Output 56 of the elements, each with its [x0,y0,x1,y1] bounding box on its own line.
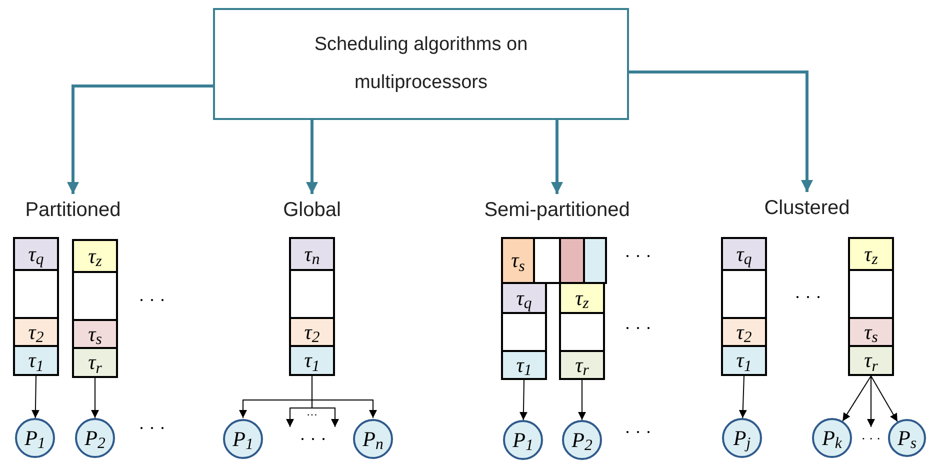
task-cell: τ$_{q}$ [503,284,545,312]
ellipsis: · · · [794,288,822,306]
task-cell: τ$_{z}$ [850,239,892,269]
task-cell: τ$_{q}$ [723,239,765,269]
task-cell: τ$_{1}$ [503,350,545,378]
task-cell: τ$_{1}$ [723,345,765,374]
task-cell: τ$_{r}$ [850,345,892,374]
arrow [519,380,528,420]
task-queue [721,237,767,376]
title-text: Scheduling algorithms on multiprocessors [313,33,529,95]
task-cell: τ$_{s}$ [501,237,535,284]
task-queue [501,282,547,380]
category-heading: Clustered [746,195,868,221]
task-queue [72,239,118,378]
ellipsis: · · · [138,419,166,437]
task-cell: τ$_{s}$ [74,319,116,347]
task-queue [848,237,894,376]
task-cell: τ$_{n}$ [291,239,333,269]
task-queue [559,282,605,380]
ellipsis: · · · [624,319,652,337]
task-cell: τ$_{2}$ [15,317,57,345]
ellipsis: · · · [288,428,338,450]
task-cell: τ$_{2}$ [723,317,765,345]
split-task-slot [533,237,561,284]
arrow [91,378,99,418]
task-queue [289,237,335,376]
task-cell: τ$_{1}$ [291,345,333,374]
task-queue [13,237,59,376]
category-heading: Semi-partitioned [466,197,648,223]
task-cell: τ$_{r}$ [74,347,116,376]
ellipsis: · · · [624,423,652,441]
arrow [31,376,40,418]
task-cell: τ$_{q}$ [15,239,57,269]
arrow [67,84,213,194]
ellipsis: ··· [306,410,318,422]
ellipsis: · · · [624,247,652,265]
arrow [551,120,563,194]
title-box [213,8,629,120]
category-heading: Partitioned [14,197,132,223]
arrow [629,70,813,192]
arrow [578,380,586,420]
category-heading: Global [272,197,352,223]
arrow [312,376,377,418]
task-cell: τ$_{z}$ [74,241,116,271]
task-cell: τ$_{r}$ [561,350,603,378]
ellipsis: · · · [138,291,166,309]
task-cell: τ$_{z}$ [561,284,603,312]
arrow [738,376,747,418]
arrow [842,376,872,422]
split-task-slot [583,237,607,284]
arrow [867,376,875,428]
task-cell: τ$_{s}$ [850,317,892,345]
task-cell: τ$_{1}$ [15,345,57,374]
arrow [306,120,318,194]
task-cell: τ$_{2}$ [291,317,333,345]
ellipsis: · · · [856,428,886,448]
